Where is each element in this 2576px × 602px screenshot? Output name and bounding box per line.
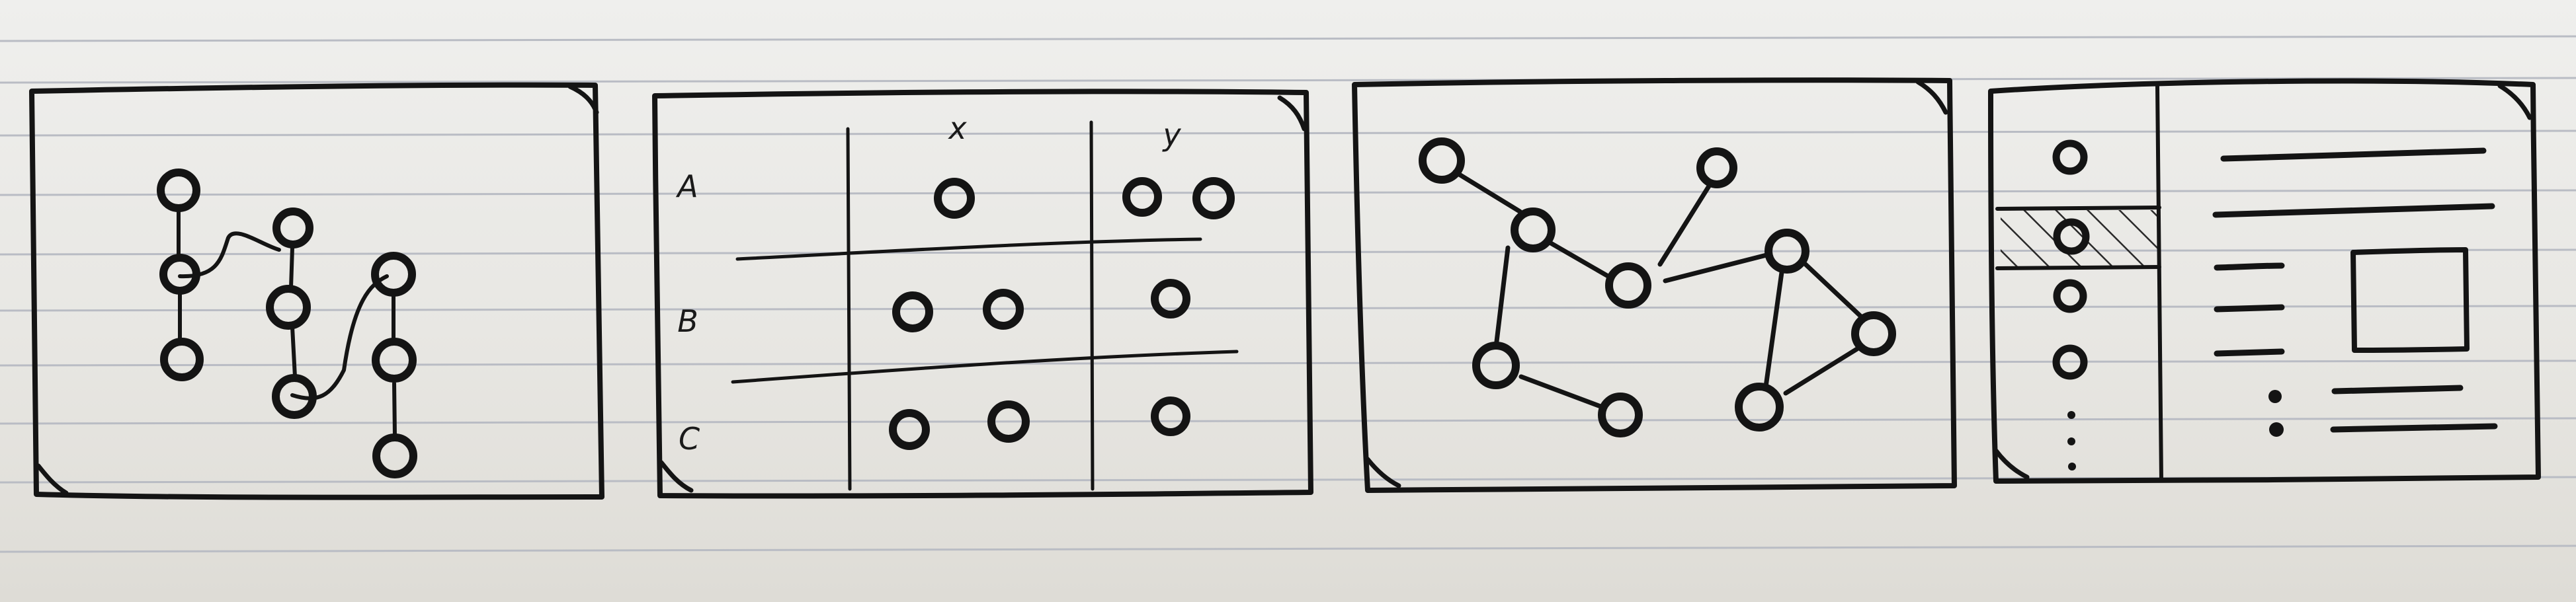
graph-edge [1763,265,1785,389]
corner-mark [1915,79,1948,115]
node [159,254,200,295]
node [371,252,416,297]
corner-mark [1277,95,1307,132]
column-connector [392,381,397,438]
panel-frame [29,82,604,500]
text-line [2212,203,2495,218]
list-item-dot [2052,139,2088,175]
graph-edge [1548,241,1613,280]
vertical-ellipsis-icon [2067,411,2076,470]
node [1192,177,1235,219]
graph-node [1598,393,1643,437]
list-item-dot [2053,218,2090,255]
sidebar-divider [2155,84,2163,482]
column-connector [289,246,294,289]
ruled-lines [0,35,2576,553]
graph-node [1605,262,1651,309]
graph-edge [1783,346,1860,396]
grid-divider [1089,120,1095,491]
corner-mark [1365,457,1401,488]
corner-mark [1993,448,2030,480]
list-item-dot [2052,344,2088,380]
row-label-b: B [677,303,698,339]
bullet [2269,422,2284,437]
text-line [2214,262,2285,271]
graph-edge [1657,182,1712,267]
panel-node-link-graph [1352,77,1957,493]
grid-divider [846,127,852,491]
grid-divider [735,237,1202,261]
grid-divider [731,350,1239,384]
panel-frame [1352,77,1957,493]
row-label-c: C [679,421,700,457]
text-line [2214,304,2285,313]
column-connector [290,325,297,379]
graph-node [1765,229,1809,274]
node [987,400,1030,443]
graph-edge [1452,169,1522,214]
graph-edge [1518,374,1603,409]
corner-mark [567,84,599,115]
panel-list-detail [1988,78,2541,484]
graph-node [1696,147,1737,188]
text-line [2330,423,2498,433]
row-border [1995,265,2161,270]
graph-node [1735,383,1784,432]
node [1151,279,1190,319]
node [372,338,417,383]
panel-linked-columns [29,82,604,500]
node [157,169,200,212]
graph-edge [1493,245,1511,350]
graph-edge [1803,262,1864,320]
link-line [178,231,281,279]
graph-node [1419,137,1465,184]
node [892,291,933,332]
graph-node [1851,311,1896,356]
node [889,409,930,450]
node [372,433,417,478]
graph-edge [1663,252,1772,283]
column-label-x: x [947,110,967,146]
node [1122,177,1162,217]
node [272,374,317,419]
node [160,338,204,381]
graph-node [1472,342,1520,389]
node [266,285,311,330]
panel-frame [652,89,1313,499]
corner-mark [36,463,69,496]
corner-mark [2497,83,2532,120]
selected-list-row [2001,210,2159,267]
text-line [2214,348,2285,357]
node [934,178,975,219]
text-line [2220,147,2487,162]
list-item-dot [2053,279,2087,313]
graph-node [1511,207,1556,252]
panel-frame [1988,78,2541,484]
detail-pane [2212,147,2498,437]
panel-grid-table: x y A B C [652,89,1313,499]
corner-mark [659,460,694,493]
text-line [2331,385,2464,395]
node [272,207,313,248]
row-label-a: A [675,169,698,204]
bullet [2268,390,2282,403]
image-placeholder [2350,247,2470,353]
row-border [1995,206,2161,211]
node [983,289,1024,330]
column-label-y: y [1161,117,1181,153]
node [1151,396,1190,436]
